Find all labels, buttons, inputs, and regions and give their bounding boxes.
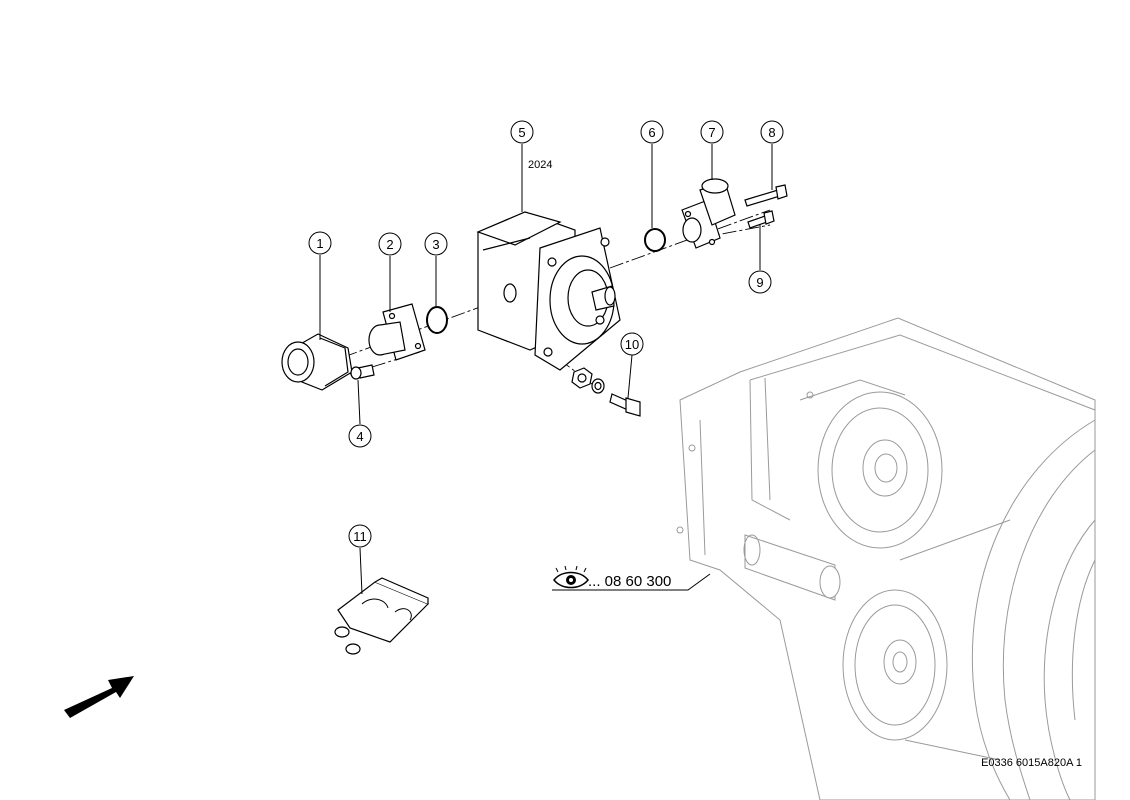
- svg-text:5: 5: [518, 125, 525, 140]
- machine-frame-background: [676, 317, 1096, 800]
- part-6-o-ring: [644, 228, 666, 252]
- part-3-o-ring: [426, 306, 448, 334]
- part-11-seal-kit: [334, 577, 430, 655]
- callout-1: 1: [308, 231, 332, 255]
- svg-text:6: 6: [648, 125, 655, 140]
- direction-arrow-icon: [64, 676, 134, 718]
- cross-reference: ... 08 60 300: [553, 565, 671, 590]
- part-1-elbow-fitting: [281, 333, 353, 391]
- svg-text:1: 1: [316, 236, 323, 251]
- part-10-bolt: [609, 393, 641, 417]
- svg-text:8: 8: [768, 125, 775, 140]
- part-2-flange-adapter: [368, 303, 426, 361]
- callout-11: 11: [348, 524, 372, 548]
- note-2024: 2024: [528, 159, 552, 171]
- cross-reference-text: ... 08 60 300: [588, 573, 671, 590]
- callout-9: 9: [748, 270, 772, 294]
- part-7-flange-elbow: [681, 178, 736, 249]
- callout-8: 8: [760, 120, 784, 144]
- eye-icon: [553, 565, 589, 589]
- part-8-screw: [744, 184, 788, 207]
- svg-text:10: 10: [625, 337, 639, 352]
- svg-text:9: 9: [756, 275, 763, 290]
- svg-text:11: 11: [353, 529, 367, 544]
- callout-leaders: [319, 144, 773, 595]
- part-5-gear-pump: [476, 211, 621, 371]
- svg-text:2: 2: [386, 237, 393, 252]
- part-9-screw: [747, 210, 775, 229]
- drawing-code: E0336 6015A820A 1: [981, 757, 1082, 769]
- callout-7: 7: [700, 120, 724, 144]
- svg-text:7: 7: [708, 125, 715, 140]
- callout-6: 6: [640, 120, 664, 144]
- svg-text:4: 4: [356, 429, 363, 444]
- callout-5: 5: [510, 120, 534, 144]
- part-4-screw: [350, 364, 375, 380]
- callout-2: 2: [378, 232, 402, 256]
- svg-text:3: 3: [432, 237, 439, 252]
- nut-and-washer: [571, 367, 605, 394]
- callout-3: 3: [424, 232, 448, 256]
- callout-10: 10: [620, 332, 644, 356]
- callout-4: 4: [348, 424, 372, 448]
